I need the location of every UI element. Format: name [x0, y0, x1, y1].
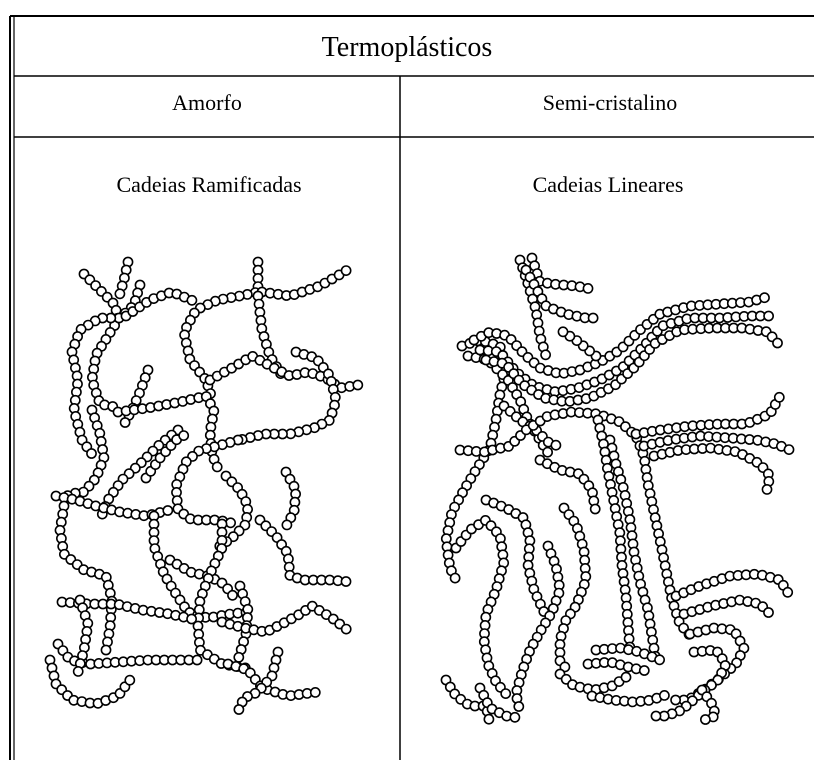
left-chain-11	[238, 347, 340, 444]
right-chain-9	[558, 327, 600, 360]
left-chain-26	[217, 602, 350, 636]
left-chain-2	[115, 257, 132, 298]
right-chain-31	[555, 669, 630, 694]
table-title: Termoplásticos	[322, 32, 493, 63]
left-chain-31	[281, 467, 300, 529]
right-chain-14	[649, 444, 773, 495]
right-chain-15	[605, 435, 660, 661]
left-chain-19	[255, 515, 350, 586]
left-chain-10	[205, 352, 362, 393]
right-chain-32	[587, 691, 669, 707]
left-chain-7	[121, 365, 153, 427]
branched-chains-icon	[45, 257, 362, 714]
subtitle-cadeias-ramificadas: Cadeias Ramificadas	[116, 172, 301, 197]
subtitle-cadeias-lineares: Cadeias Lineares	[533, 172, 684, 197]
column-header-semicristalino: Semi-cristalino	[543, 90, 677, 115]
linear-chains-icon	[441, 253, 793, 724]
right-chain-28	[583, 658, 649, 675]
left-chain-9	[63, 405, 108, 500]
right-chain-23	[679, 596, 773, 619]
left-chain-5	[257, 266, 350, 300]
right-chain-21	[512, 541, 564, 711]
right-chain-19	[451, 516, 510, 698]
column-header-amorfo: Amorfo	[172, 90, 242, 115]
right-chain-22	[671, 570, 792, 601]
